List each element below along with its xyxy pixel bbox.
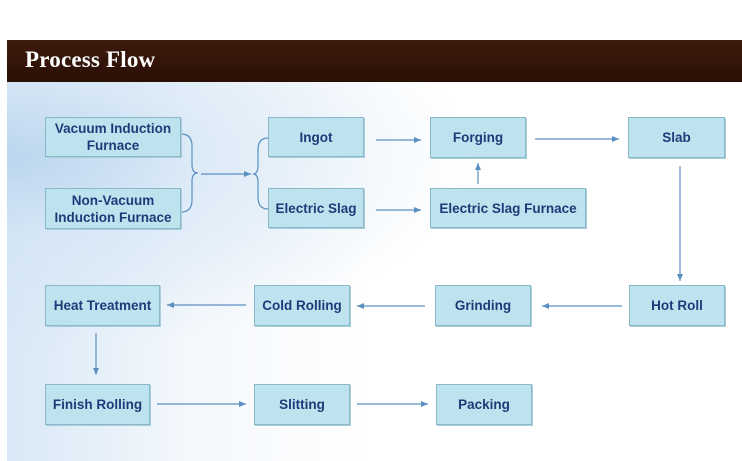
- node-slitting: Slitting: [254, 384, 350, 425]
- header-bar: Process Flow: [7, 40, 742, 82]
- node-packing: Packing: [436, 384, 532, 425]
- ingot-brace: [252, 137, 269, 210]
- node-non-vacuum-induction-furnace: Non-Vacuum Induction Furnace: [45, 188, 181, 229]
- node-electric-slag-furnace: Electric Slag Furnace: [430, 188, 586, 228]
- node-ingot: Ingot: [268, 117, 364, 157]
- node-vacuum-induction-furnace: Vacuum Induction Furnace: [45, 117, 181, 157]
- node-hot-roll: Hot Roll: [629, 285, 725, 326]
- node-heat-treatment: Heat Treatment: [45, 285, 160, 326]
- node-grinding: Grinding: [435, 285, 531, 326]
- furnace-brace: [180, 133, 199, 213]
- node-electric-slag: Electric Slag: [268, 188, 364, 228]
- node-slab: Slab: [628, 117, 725, 158]
- node-finish-rolling: Finish Rolling: [45, 384, 150, 425]
- page-title: Process Flow: [25, 47, 156, 72]
- node-cold-rolling: Cold Rolling: [254, 285, 350, 326]
- node-forging: Forging: [430, 117, 526, 158]
